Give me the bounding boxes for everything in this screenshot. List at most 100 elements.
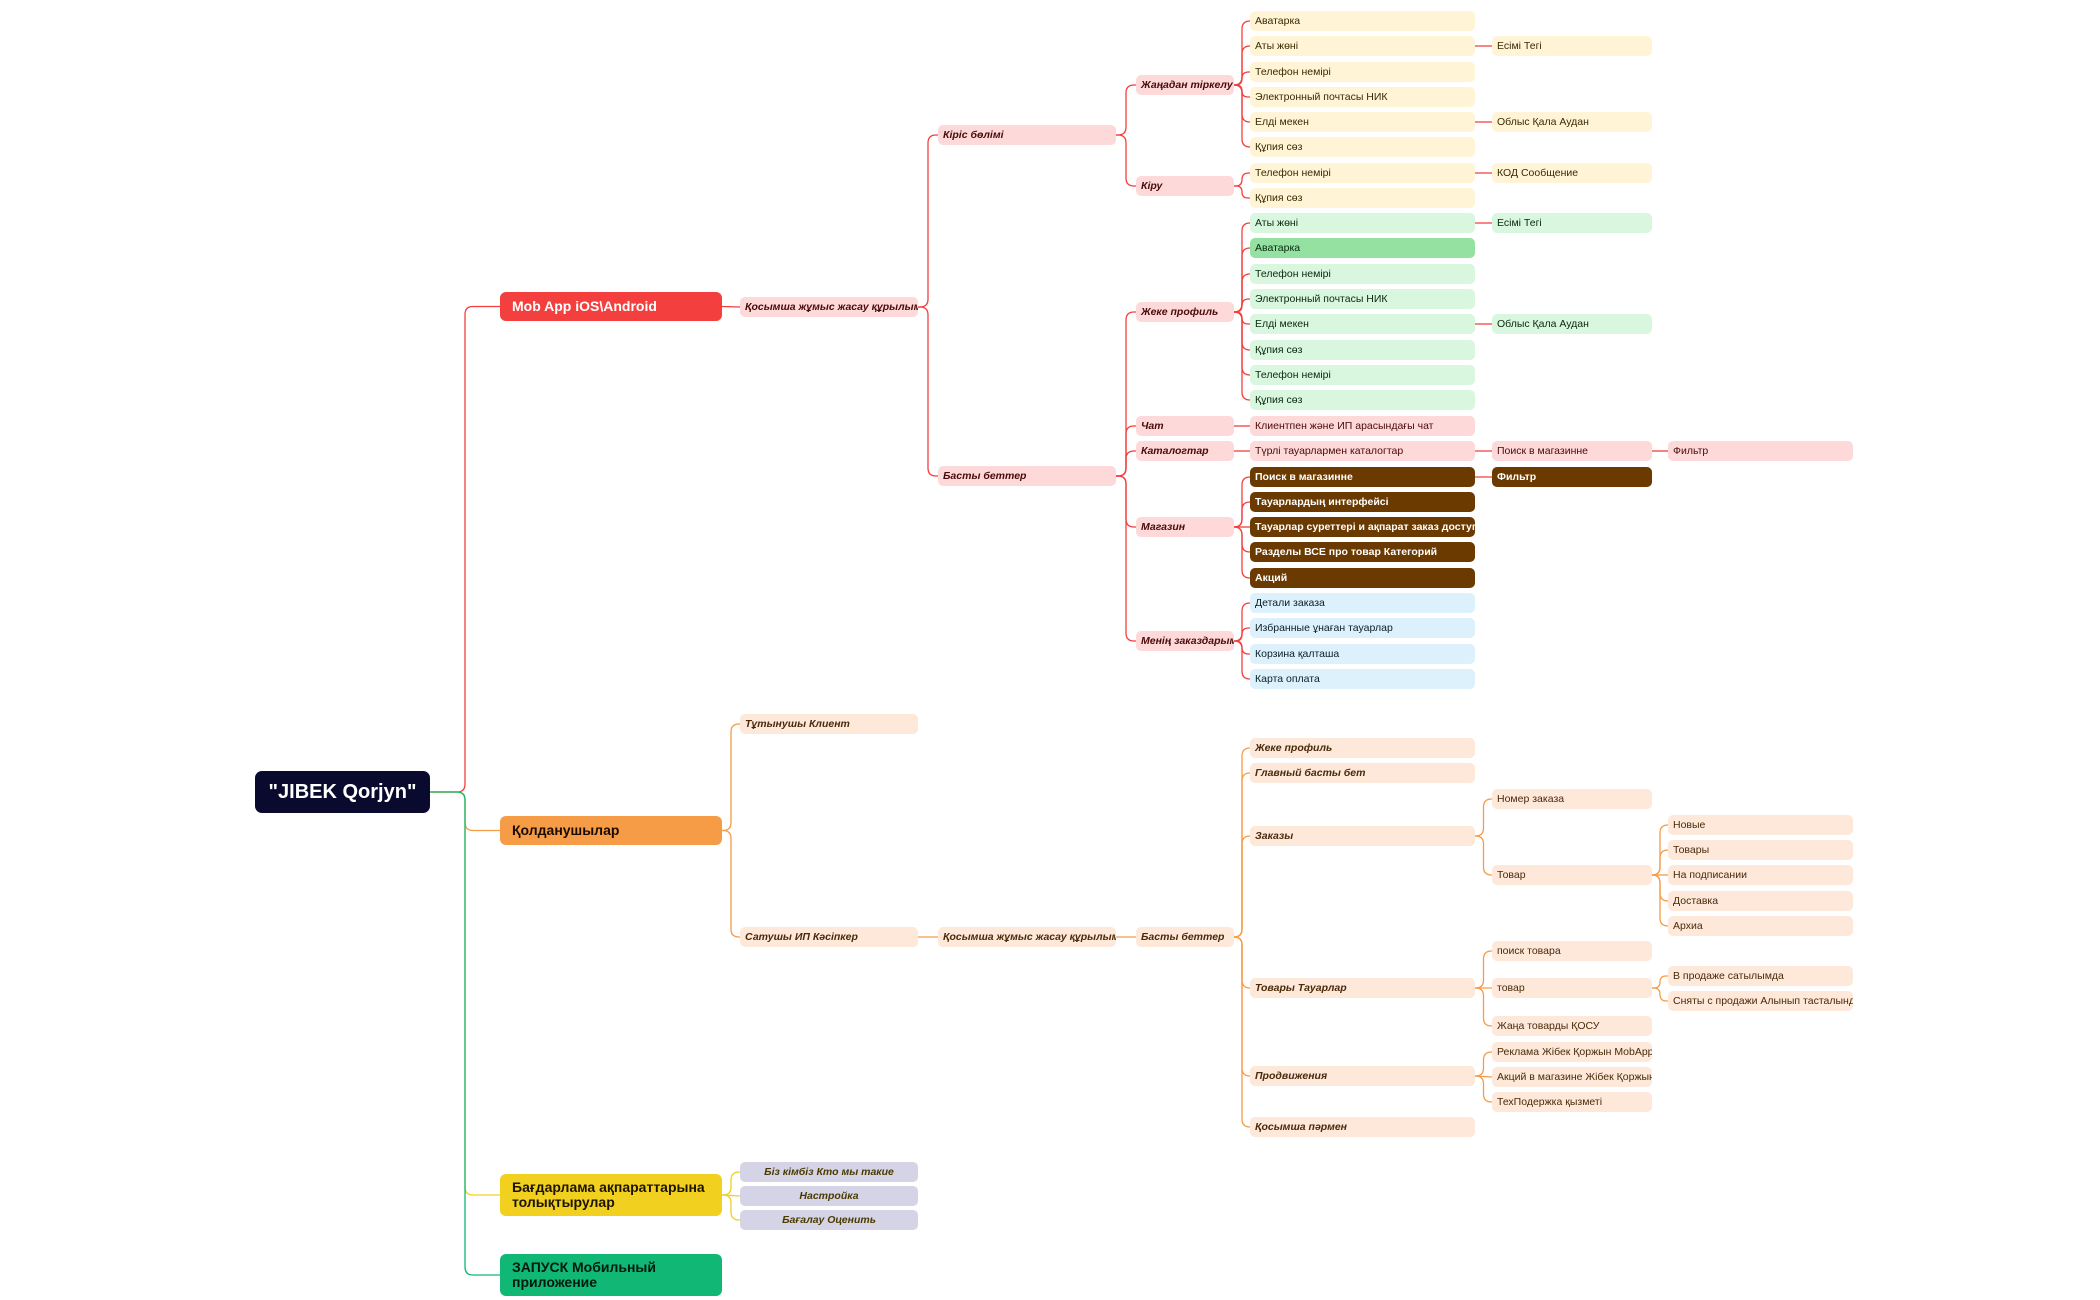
connector-root-b_launch bbox=[430, 791, 500, 1276]
seller-main-pages[interactable]: Басты беттер bbox=[1136, 927, 1234, 947]
goods-status[interactable]: Архиа bbox=[1668, 916, 1853, 936]
login-item[interactable]: Құпия сөз bbox=[1250, 188, 1475, 208]
mob-profile[interactable]: Жеке профиль bbox=[1136, 302, 1234, 322]
connector-b_info-inf2 bbox=[722, 1194, 740, 1221]
products-subitem[interactable]: поиск товара bbox=[1492, 941, 1652, 961]
connector-u_main-pg5 bbox=[1233, 936, 1251, 1128]
branch-launch[interactable]: ЗАПУСК Мобильный приложение bbox=[500, 1254, 722, 1296]
register-subitem[interactable]: Облыс Қала Аудан bbox=[1492, 112, 1652, 132]
catalog-subitem-filter[interactable]: Фильтр bbox=[1668, 441, 1853, 461]
goods-status[interactable]: Товары bbox=[1668, 840, 1853, 860]
mob-orders[interactable]: Менің заказдарым bbox=[1136, 631, 1234, 651]
orders-subitem[interactable]: Товар bbox=[1492, 865, 1652, 885]
mob-structure[interactable]: Қосымша жұмыс жасау құрылымы bbox=[740, 297, 918, 317]
register-item[interactable]: Электронный почтасы НИК bbox=[1250, 87, 1475, 107]
seller-page[interactable]: Товары Тауарлар bbox=[1250, 978, 1475, 998]
mob-register[interactable]: Жаңадан тіркелу bbox=[1136, 75, 1234, 95]
promo-subitem[interactable]: Реклама Жібек Қоржын MobApp bbox=[1492, 1042, 1652, 1062]
users-seller[interactable]: Сатушы ИП Кәсіпкер bbox=[740, 927, 918, 947]
info-item[interactable]: Бағалау Оценить bbox=[740, 1210, 918, 1230]
goods-status[interactable]: Новые bbox=[1668, 815, 1853, 835]
register-item[interactable]: Аватарка bbox=[1250, 11, 1475, 31]
seller-page[interactable]: Заказы bbox=[1250, 826, 1475, 846]
mob-login[interactable]: Кіру bbox=[1136, 176, 1234, 196]
connector-pg4-pr2 bbox=[1475, 1075, 1492, 1103]
goods-status[interactable]: Доставка bbox=[1668, 891, 1853, 911]
mob-main-pages[interactable]: Басты беттер bbox=[938, 466, 1116, 486]
branch-users[interactable]: Қолданушылар bbox=[500, 816, 722, 845]
seller-page[interactable]: Продвижения bbox=[1250, 1066, 1475, 1086]
shop-item[interactable]: Акций bbox=[1250, 568, 1475, 588]
mob-catalogs[interactable]: Каталогтар bbox=[1136, 441, 1234, 461]
connector-os1-gs4 bbox=[1651, 874, 1669, 927]
promo-subitem[interactable]: Акций в магазине Жібек Қоржын bbox=[1492, 1067, 1652, 1087]
shop-item[interactable]: Разделы ВСЕ про товар Категорий bbox=[1250, 542, 1475, 562]
login-item[interactable]: Телефон немірі bbox=[1250, 163, 1475, 183]
connector-b_info-inf0 bbox=[722, 1171, 740, 1196]
catalog-item[interactable]: Түрлі тауарлармен каталогтар bbox=[1250, 441, 1475, 461]
shop-subitem[interactable]: Фильтр bbox=[1492, 467, 1652, 487]
product-sale-status[interactable]: В продаже сатылымда bbox=[1668, 966, 1853, 986]
order-item[interactable]: Карта оплата bbox=[1250, 669, 1475, 689]
mob-entry-section[interactable]: Кіріс бөлімі bbox=[938, 125, 1116, 145]
login-subitem[interactable]: КОД Сообщение bbox=[1492, 163, 1652, 183]
profile-item[interactable]: Құпия сөз bbox=[1250, 340, 1475, 360]
products-subitem[interactable]: Жаңа товарды ҚОСУ bbox=[1492, 1016, 1652, 1036]
profile-item[interactable]: Аватарка bbox=[1250, 238, 1475, 258]
register-item[interactable]: Аты жөні bbox=[1250, 36, 1475, 56]
profile-subitem[interactable]: Есімі Тегі bbox=[1492, 213, 1652, 233]
connector-os1-gs1 bbox=[1651, 849, 1669, 876]
profile-item[interactable]: Телефон немірі bbox=[1250, 264, 1475, 284]
profile-item[interactable]: Құпия сөз bbox=[1250, 390, 1475, 410]
chat-item[interactable]: Клиентпен және ИП арасындағы чат bbox=[1250, 416, 1475, 436]
connector-b_users-u_client bbox=[722, 723, 740, 832]
connector-m_main-m_ord bbox=[1116, 475, 1136, 642]
shop-item[interactable]: Поиск в магазинне bbox=[1250, 467, 1475, 487]
order-item[interactable]: Детали заказа bbox=[1250, 593, 1475, 613]
root-node[interactable]: "JIBEK Qorjyn" bbox=[255, 771, 430, 813]
profile-subitem[interactable]: Облыс Қала Аудан bbox=[1492, 314, 1652, 334]
connector-ps1-sale0 bbox=[1652, 975, 1668, 989]
mob-chat[interactable]: Чат bbox=[1136, 416, 1234, 436]
seller-page[interactable]: Главный басты бет bbox=[1250, 763, 1475, 783]
products-subitem[interactable]: товар bbox=[1492, 978, 1652, 998]
register-subitem[interactable]: Есімі Тегі bbox=[1492, 36, 1652, 56]
seller-page[interactable]: Жеке профиль bbox=[1250, 738, 1475, 758]
profile-item[interactable]: Электронный почтасы НИК bbox=[1250, 289, 1475, 309]
shop-item[interactable]: Тауарлар суреттері и ақпарат заказ досту… bbox=[1250, 517, 1475, 537]
connector-root-b_mob bbox=[430, 305, 500, 793]
info-item[interactable]: Біз кімбіз Кто мы такие bbox=[740, 1162, 918, 1182]
register-item[interactable]: Құпия сөз bbox=[1250, 137, 1475, 157]
order-item[interactable]: Корзина қалташа bbox=[1250, 644, 1475, 664]
connector-pg3-ps2 bbox=[1475, 987, 1492, 1027]
connector-pg2-os1 bbox=[1475, 835, 1492, 876]
seller-page[interactable]: Қосымша пәрмен bbox=[1250, 1117, 1475, 1137]
connector-m_struct-m_entry bbox=[918, 134, 938, 308]
connector-m_ord-ord3 bbox=[1233, 640, 1251, 680]
register-item[interactable]: Елді мекен bbox=[1250, 112, 1475, 132]
seller-structure[interactable]: Қосымша жұмыс жасау құрылымы bbox=[938, 927, 1116, 947]
catalog-subitem[interactable]: Поиск в магазинне bbox=[1492, 441, 1652, 461]
profile-item[interactable]: Телефон немірі bbox=[1250, 365, 1475, 385]
users-client[interactable]: Тұтынушы Клиент bbox=[740, 714, 918, 734]
connector-u_main-pg2 bbox=[1233, 835, 1251, 938]
profile-item[interactable]: Елді мекен bbox=[1250, 314, 1475, 334]
promo-subitem[interactable]: ТехПодержка қызметі bbox=[1492, 1092, 1652, 1112]
mob-shop[interactable]: Магазин bbox=[1136, 517, 1234, 537]
info-item[interactable]: Настройка bbox=[740, 1186, 918, 1206]
orders-subitem[interactable]: Номер заказа bbox=[1492, 789, 1652, 809]
branch-info[interactable]: Бағдарлама ақпараттарына толықтырулар bbox=[500, 1174, 722, 1216]
register-item[interactable]: Телефон немірі bbox=[1250, 62, 1475, 82]
order-item[interactable]: Избранные ұнаған тауарлар bbox=[1250, 618, 1475, 638]
shop-item[interactable]: Тауарлардың интерфейсі bbox=[1250, 492, 1475, 512]
connector-ps1-sale1 bbox=[1652, 987, 1668, 1002]
connector-pg4-pr0 bbox=[1475, 1051, 1492, 1077]
product-sale-status[interactable]: Сняты с продажи Алынып тасталынды bbox=[1668, 991, 1853, 1011]
branch-mob-app[interactable]: Mob App iOS\Android bbox=[500, 292, 722, 321]
profile-item[interactable]: Аты жөні bbox=[1250, 213, 1475, 233]
goods-status[interactable]: На подписании bbox=[1668, 865, 1853, 885]
connector-m_shop-shop1 bbox=[1233, 501, 1251, 528]
connector-b_users-u_seller bbox=[722, 829, 740, 938]
